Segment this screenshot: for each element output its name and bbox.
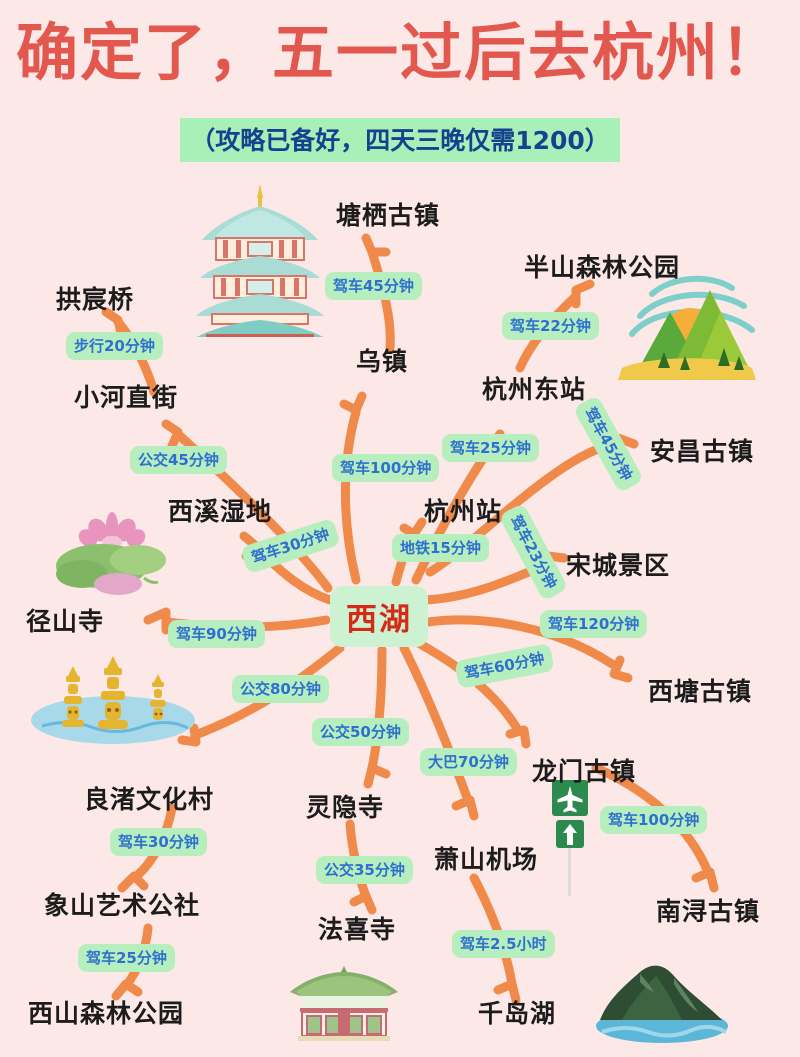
- route-label-nanxun: 驾车100分钟: [600, 806, 708, 834]
- subtitle-wrapper: （攻略已备好，四天三晚仅需1200）: [0, 118, 800, 162]
- route-label-lingyinsi: 公交50分钟: [312, 718, 409, 746]
- place-songcheng[interactable]: 宋城景区: [566, 551, 671, 580]
- route-label-xiaoshan: 大巴70分钟: [420, 748, 517, 776]
- route-label-liangzhu: 公交80分钟: [232, 675, 329, 703]
- place-hangzhouzhan[interactable]: 杭州站: [424, 497, 503, 526]
- route-label-wuzhen: 驾车100分钟: [332, 454, 440, 482]
- place-wuzhen[interactable]: 乌镇: [356, 347, 409, 376]
- lotus-pond-illustration: [56, 512, 166, 595]
- place-jingshansi[interactable]: 径山寺: [26, 607, 105, 636]
- green-roof-temple-illustration: [290, 966, 398, 1041]
- place-longmen[interactable]: 龙门古镇: [532, 757, 637, 786]
- route-label-qiandaohu: 驾车2.5小时: [452, 930, 555, 958]
- route-label-xiangshan: 驾车30分钟: [110, 828, 207, 856]
- route-label-longmen: 驾车60分钟: [454, 643, 555, 689]
- airport-road-sign-icon: [552, 780, 588, 896]
- route-label-anchang: 驾车45分钟: [572, 394, 645, 494]
- place-lingyinsi[interactable]: 灵隐寺: [306, 793, 385, 822]
- place-banshan[interactable]: 半山森林公园: [524, 253, 681, 282]
- place-xiaoshan[interactable]: 萧山机场: [434, 845, 539, 874]
- place-xitang[interactable]: 西塘古镇: [648, 677, 753, 706]
- place-hangzhoudong[interactable]: 杭州东站: [482, 375, 587, 404]
- route-label-jingshansi: 驾车90分钟: [168, 620, 265, 648]
- route-label-xiaohe: 公交45分钟: [130, 446, 227, 474]
- route-label-xishan: 驾车25分钟: [78, 944, 175, 972]
- route-label-banshan: 驾车22分钟: [502, 312, 599, 340]
- place-faxisi[interactable]: 法喜寺: [318, 915, 397, 944]
- three-pools-mirroring-moon-illustration: [31, 656, 195, 744]
- arrow-to-lingyinsi: [363, 645, 391, 789]
- place-anchang[interactable]: 安昌古镇: [650, 437, 755, 466]
- route-label-hangzhouzhan: 地铁15分钟: [392, 534, 489, 562]
- hub-west-lake[interactable]: 西湖: [330, 586, 428, 647]
- lake-island-illustration: [596, 965, 728, 1043]
- green-mountain-illustration: [618, 275, 756, 380]
- route-label-faxisi: 公交35分钟: [316, 856, 413, 884]
- route-label-hangzhoudong: 驾车25分钟: [442, 434, 539, 462]
- place-xixi[interactable]: 西溪湿地: [168, 497, 273, 526]
- place-liangzhu[interactable]: 良渚文化村: [84, 785, 215, 814]
- place-nanxun[interactable]: 南浔古镇: [656, 897, 761, 926]
- place-xiangshan[interactable]: 象山艺术公社: [44, 891, 201, 920]
- route-label-gongchenqiao: 步行20分钟: [66, 332, 163, 360]
- place-xiaohezhijie[interactable]: 小河直街: [74, 383, 179, 412]
- arrow-to-wuzhen: [339, 391, 367, 585]
- route-label-songcheng: 驾车23分钟: [498, 502, 569, 602]
- six-harmonies-pagoda-illustration: [196, 184, 324, 337]
- place-gongchenqiao[interactable]: 拱宸桥: [56, 285, 135, 314]
- place-xishan[interactable]: 西山森林公园: [28, 999, 185, 1028]
- place-qiandaohu[interactable]: 千岛湖: [478, 999, 557, 1028]
- page-title: 确定了，五一过后去杭州！: [15, 16, 784, 89]
- route-label-tangqi: 驾车45分钟: [325, 272, 422, 300]
- place-tangqi[interactable]: 塘栖古镇: [336, 201, 441, 230]
- route-label-xitang: 驾车120分钟: [540, 610, 648, 638]
- subtitle-badge: （攻略已备好，四天三晚仅需1200）: [180, 118, 620, 162]
